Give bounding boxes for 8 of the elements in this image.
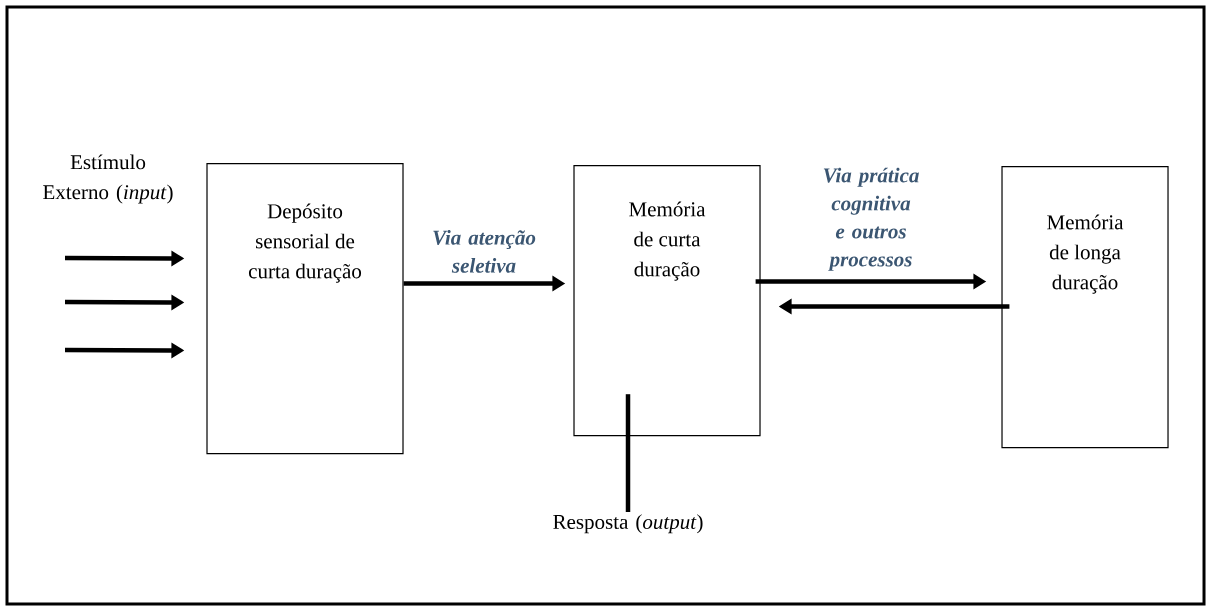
process-box: Depósito sensorial de curta duração <box>206 163 404 455</box>
edge-label: Via atenção seletiva <box>433 230 536 273</box>
output-label: Resposta (output) <box>553 514 703 534</box>
process-box: Memória de curta duração <box>573 165 761 437</box>
process-box: Memória de longa duração <box>1001 166 1169 449</box>
edge-label: Via prática cognitiva e outros processos <box>823 167 919 271</box>
output-line <box>625 394 631 512</box>
input-label: Estímulo Externo (input) <box>43 154 173 204</box>
